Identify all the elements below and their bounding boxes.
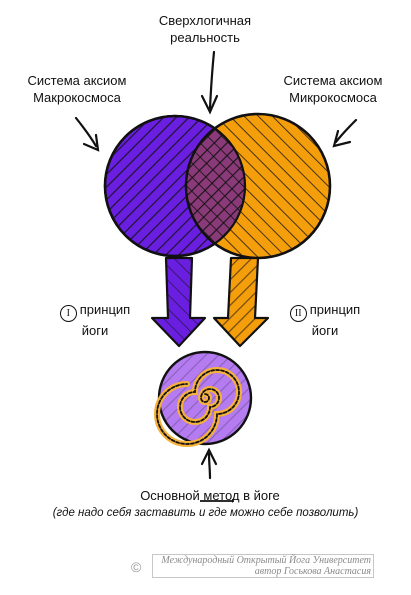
label-macrocosm: Система аксиом Макрокосмоса: [27, 73, 127, 105]
label-superlogical-reality: Сверхлогичная реальность: [158, 13, 252, 45]
credit-university: Международный Открытый Йога Университет: [161, 555, 371, 566]
principle-1-text: принцип йоги: [79, 302, 131, 338]
method-suffix: в йоге: [239, 488, 280, 503]
credit-box: Международный Открытый Йога Университет …: [152, 554, 374, 578]
top-arrow: [208, 50, 216, 110]
credit-author: автор Госькова Анастасия: [254, 566, 371, 577]
method-spiral: [154, 350, 253, 447]
principle-2-number: II: [289, 305, 307, 322]
label-main-method: Основной метод в йоге: [60, 487, 360, 504]
method-word: метод: [203, 488, 240, 503]
overlap-region: [184, 116, 245, 256]
principle-1-number: I: [59, 305, 77, 322]
macro-arrow: [74, 116, 98, 148]
micro-arrow: [334, 118, 358, 144]
principle2-arrow: [212, 256, 270, 348]
method-prefix: Основной: [140, 488, 204, 503]
principle1-arrow: [150, 256, 207, 348]
copyright-symbol: ©: [131, 559, 142, 575]
principle-2-text: принцип йоги: [309, 302, 361, 338]
label-microcosm: Система аксиом Микрокосмоса: [283, 73, 383, 105]
method-arrow: [207, 452, 212, 480]
label-method-subtitle: (где надо себя заставить и где можно себ…: [52, 507, 359, 519]
pointer-arrows: [74, 50, 358, 480]
